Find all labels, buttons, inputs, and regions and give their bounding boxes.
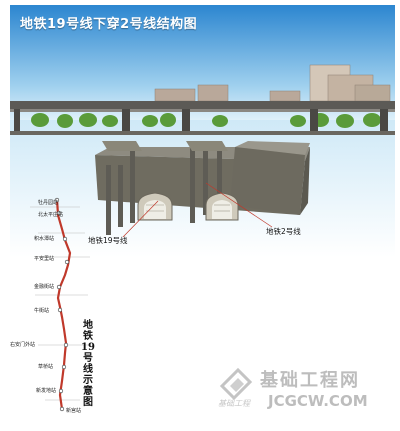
station-dots xyxy=(54,197,70,412)
watermark-name: 基础工程网 xyxy=(260,370,360,391)
route-map-svg xyxy=(30,197,90,412)
line2-label: 地铁2号线 xyxy=(266,227,301,236)
station-label: 新宫站 xyxy=(66,408,82,414)
logo-icon xyxy=(219,367,253,400)
elevated-deck xyxy=(10,101,395,110)
structure-diagram: 地铁19号线下穿2号线结构图 地铁19号线 地铁2号线 xyxy=(10,5,395,257)
station-label: 草桥站 xyxy=(38,364,54,370)
map-title-vertical: 地 铁 19 号 线 示 意 图 xyxy=(81,320,95,408)
bridge-piers xyxy=(14,109,388,135)
station-label: 金融街站 xyxy=(34,284,55,290)
station-label: 牡丹园站 xyxy=(38,200,59,206)
diagram-illustration xyxy=(10,5,395,257)
station-label: 新发地站 xyxy=(36,388,57,394)
line19-route xyxy=(55,198,72,410)
line19-route-map: 牡丹园站 北太平庄站 积水潭站 平安里站 金融街站 牛街站 右安门外站 草桥站 … xyxy=(10,195,110,427)
pile-caps xyxy=(102,141,228,151)
line2-structure xyxy=(95,141,310,215)
station-label: 平安里站 xyxy=(34,256,55,262)
station-label: 牛街站 xyxy=(34,308,50,314)
station-label: 北太平庄站 xyxy=(38,212,64,218)
station-label: 积水潭站 xyxy=(34,236,55,242)
road-slab xyxy=(10,131,395,135)
callout-lines xyxy=(122,182,273,238)
watermark-small-text: 基础工程 xyxy=(218,399,250,408)
site-watermark: 基础工程网 基础工程 JCGCW.COM xyxy=(212,362,397,417)
watermark-domain: JCGCW.COM xyxy=(268,392,368,410)
piles xyxy=(106,143,222,235)
station-label: 右安门外站 xyxy=(10,342,36,348)
diagram-title: 地铁19号线下穿2号线结构图 xyxy=(20,17,198,32)
tree-row xyxy=(31,113,381,128)
skyline-buildings xyxy=(154,64,391,102)
map-grid xyxy=(30,206,90,401)
line19-label: 地铁19号线 xyxy=(88,236,128,245)
